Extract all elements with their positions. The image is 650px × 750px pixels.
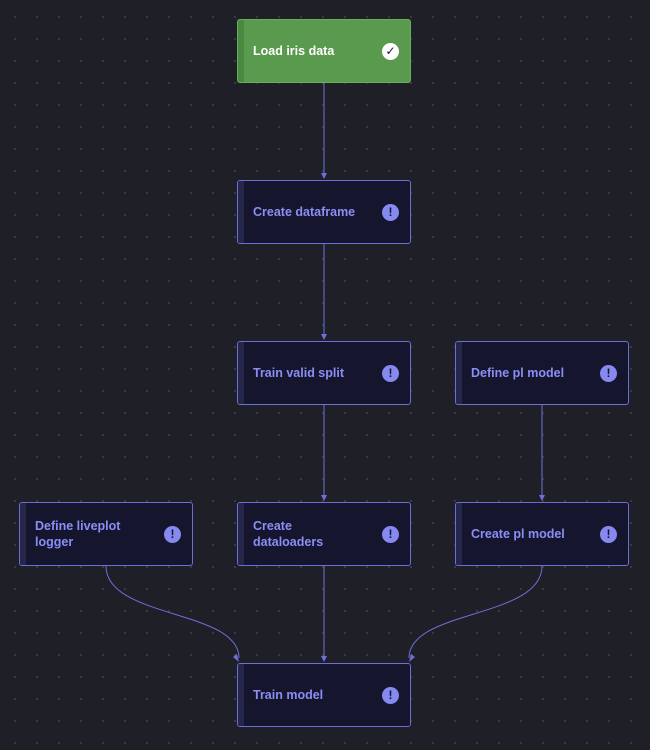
node-create-dataloaders[interactable]: Create dataloaders ! [237, 502, 411, 566]
node-handle [456, 342, 462, 404]
node-label: Create dataloaders [253, 519, 324, 549]
node-label: Train valid split [253, 366, 344, 380]
node-handle [238, 342, 244, 404]
node-label: Load iris data [253, 44, 335, 58]
node-label: Train model [253, 688, 324, 702]
node-create-pl-model[interactable]: Create pl model ! [455, 502, 629, 566]
node-label: Create pl model [471, 527, 565, 541]
node-define-liveplot-logger[interactable]: Define liveplot logger ! [19, 502, 193, 566]
exclamation-icon: ! [164, 525, 181, 543]
node-handle [456, 503, 462, 565]
edge-arrowhead [321, 656, 327, 662]
edge-arrowhead [233, 654, 239, 662]
edge-arrowhead [321, 495, 327, 501]
edge-arrowhead [539, 495, 545, 501]
node-handle [20, 503, 26, 565]
edge-create-pl-model-to-train-model [408, 565, 543, 659]
exclamation-icon: ! [600, 525, 617, 543]
node-handle [238, 20, 244, 82]
exclamation-icon: ! [382, 525, 399, 543]
node-label: Define pl model [471, 366, 565, 380]
edge-arrowhead [321, 334, 327, 340]
check-icon: ✓ [382, 42, 399, 60]
node-handle [238, 503, 244, 565]
exclamation-icon: ! [382, 203, 399, 221]
node-define-pl-model[interactable]: Define pl model ! [455, 341, 629, 405]
exclamation-icon: ! [382, 364, 399, 382]
node-label: Create dataframe [253, 205, 356, 219]
node-train-valid-split[interactable]: Train valid split ! [237, 341, 411, 405]
node-load-iris-data[interactable]: Load iris data ✓ [237, 19, 411, 83]
edge-arrowhead [321, 173, 327, 179]
exclamation-icon: ! [600, 364, 617, 382]
edge-define-liveplot-logger-to-train-model [105, 565, 240, 659]
node-label: Define liveplot logger [35, 519, 121, 549]
edge-arrowhead [409, 654, 415, 662]
node-train-model[interactable]: Train model ! [237, 663, 411, 727]
node-create-dataframe[interactable]: Create dataframe ! [237, 180, 411, 244]
node-handle [238, 664, 244, 726]
node-handle [238, 181, 244, 243]
exclamation-icon: ! [382, 686, 399, 704]
